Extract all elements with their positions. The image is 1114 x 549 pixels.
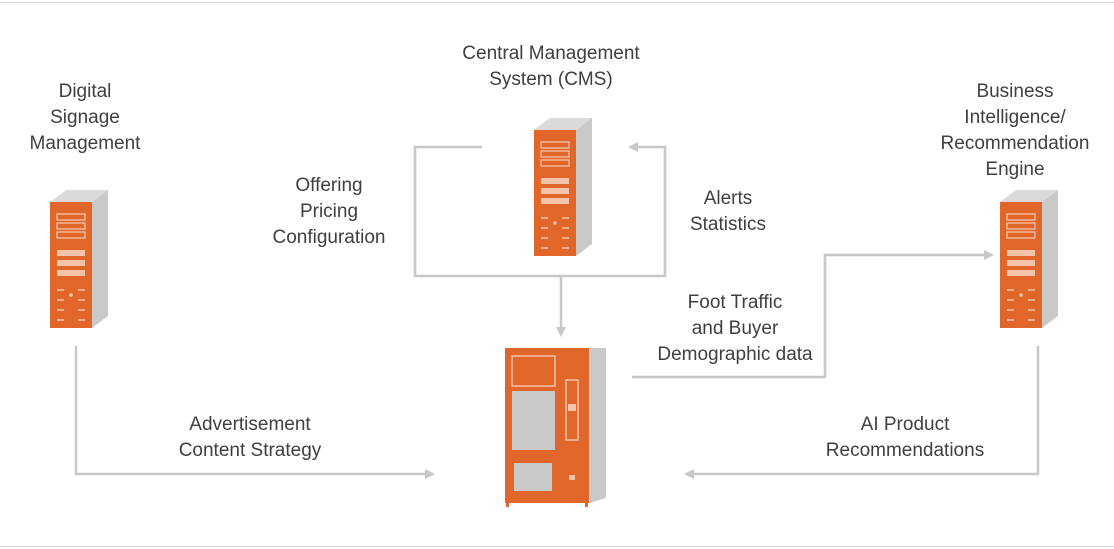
bottom-divider [0,546,1114,547]
connector-bi-to-machine [684,346,1040,479]
server-icon [1000,190,1058,328]
connector-signage-to-machine [74,346,435,479]
top-divider [0,2,1114,3]
ai-product-recommendations-label: AI Product Recommendations [825,414,985,461]
advertisement-content-strategy-label: Advertisement Content Strategy [178,414,322,461]
connector-cms-loop [413,142,667,278]
cms-label: Central Management System (CMS) [462,43,640,90]
offering-pricing-configuration-label: Offering Pricing Configuration [272,175,386,248]
digital-signage-label: Digital Signage Management [29,81,141,154]
foot-traffic-demographic-label: Foot Traffic and Buyer Demographic data [657,292,813,365]
vending-machine-icon [505,348,606,507]
connector-machine-to-bi [632,250,994,379]
business-intelligence-label: Business Intelligence/ Recommendation En… [940,81,1090,180]
server-icon [50,190,108,328]
server-icon [534,118,592,256]
alerts-statistics-label: Alerts Statistics [689,188,767,235]
